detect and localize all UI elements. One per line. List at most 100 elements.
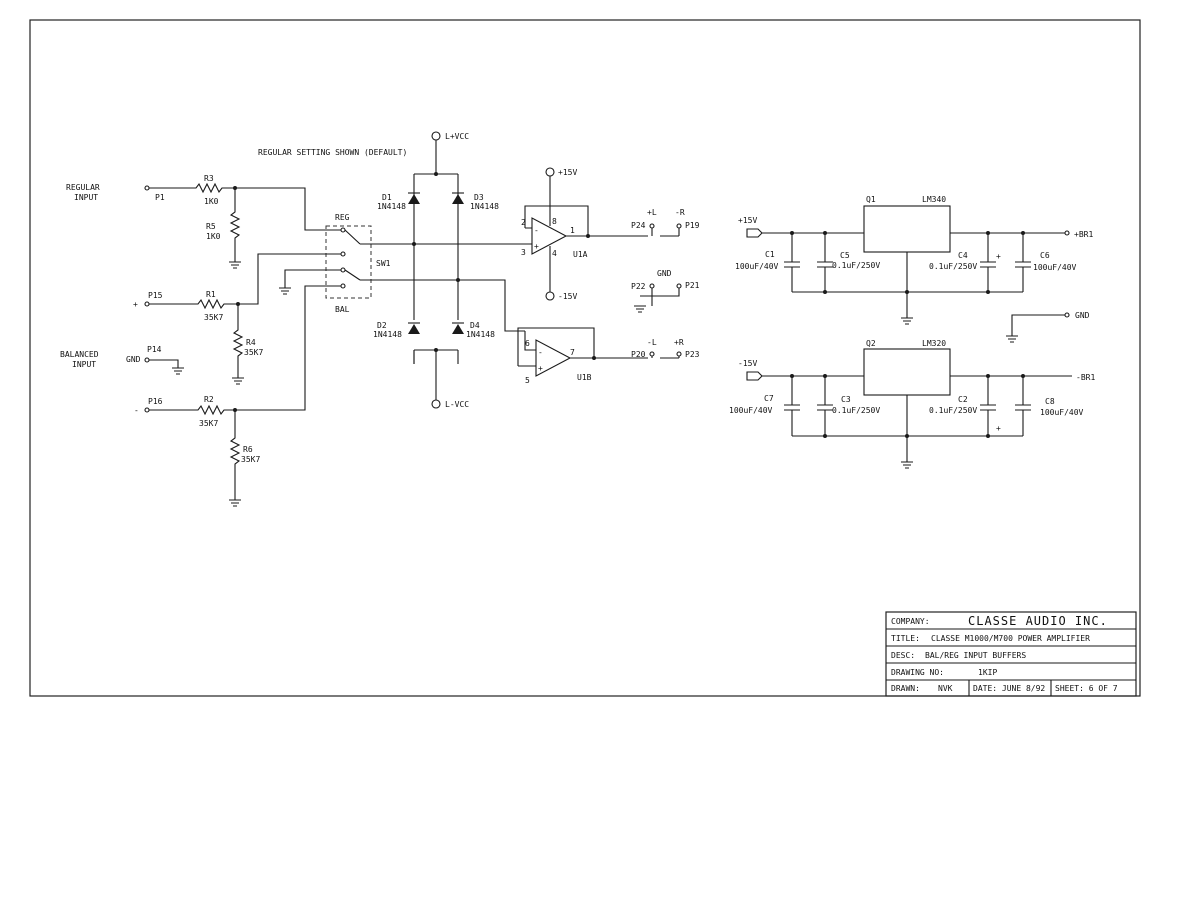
c3-label: C3 — [841, 395, 851, 404]
r4-path — [232, 304, 244, 378]
default-setting-note: REGULAR SETTING SHOWN (DEFAULT) — [258, 148, 407, 157]
q1-body — [863, 205, 951, 253]
drawing-frame — [29, 19, 1141, 697]
balanced-input-label-1: BALANCED — [60, 350, 99, 359]
c1-value: 100uF/40V — [735, 262, 779, 271]
balanced-input-label-2: INPUT — [72, 360, 96, 369]
p14-label: P14 — [147, 345, 162, 354]
p15-terminal — [144, 301, 150, 307]
pos15-label: +15V — [558, 168, 577, 177]
r5-ground-symbol — [229, 261, 241, 269]
u1a-triangle — [531, 217, 568, 255]
u1b-pin6: 6 — [525, 339, 530, 348]
p20-label: P20 — [631, 350, 646, 359]
r4-value: 35K7 — [244, 348, 263, 357]
plus-l-label: +L — [647, 208, 657, 217]
d3-value: 1N4148 — [470, 202, 499, 211]
reg-label: REG — [335, 213, 350, 222]
u1a-pin1: 1 — [570, 226, 575, 235]
c4-polarity: + — [996, 252, 1001, 261]
r5-path — [229, 188, 241, 262]
r3-path — [149, 182, 318, 231]
switch-outline — [325, 225, 372, 299]
d2-label: D2 — [377, 321, 387, 330]
p24-label: P24 — [631, 221, 646, 230]
neg-reg-input-connector — [746, 371, 763, 381]
pos15-terminal — [545, 167, 555, 177]
neg-reg-output-label: -BR1 — [1076, 373, 1095, 382]
gnd-terminal: GND — [1006, 311, 1090, 343]
d2-symbol — [408, 324, 420, 334]
c4-label: C4 — [958, 251, 968, 260]
drawn-label: DRAWN: — [891, 684, 920, 693]
c6-value: 100uF/40V — [1033, 263, 1077, 272]
q2-part: LM320 — [922, 339, 946, 348]
c7-value: 100uF/40V — [729, 406, 773, 415]
neg-reg-input-label: -15V — [738, 359, 757, 368]
gnd-out-label: GND — [657, 269, 672, 278]
lvcc-pos-terminal — [431, 131, 441, 141]
c7-label: C7 — [764, 394, 774, 403]
r2-value: 35K7 — [199, 419, 218, 428]
c1-label: C1 — [765, 250, 775, 259]
r1-label: R1 — [206, 290, 216, 299]
r6-value: 35K7 — [241, 455, 260, 464]
opamp-u1b: - + 6 5 7 U1B — [517, 327, 648, 385]
regular-input-label-2: INPUT — [74, 193, 98, 202]
desc-label: DESC: — [891, 651, 915, 660]
c2-value: 0.1uF/250V — [929, 406, 977, 415]
u1a-pin8: 8 — [552, 217, 557, 226]
title-block: COMPANY: CLASSE AUDIO INC. TITLE: CLASSE… — [885, 611, 1137, 697]
gnd-input-label: GND — [126, 355, 141, 364]
sw1-label: SW1 — [376, 259, 391, 268]
d1-symbol — [408, 194, 420, 204]
r1-value: 35K7 — [204, 313, 223, 322]
switch-sw1: REG BAL SW1 — [318, 213, 525, 332]
lvcc-neg-label: L-VCC — [445, 400, 469, 409]
q1-label: Q1 — [866, 195, 876, 204]
d4-symbol — [452, 324, 464, 334]
r6-ground-symbol — [229, 499, 241, 507]
u1b-label: U1B — [577, 373, 592, 382]
p15-label: P15 — [148, 291, 163, 300]
c5-value: 0.1uF/250V — [832, 261, 880, 270]
title-block-frame — [885, 611, 1137, 697]
lvcc-pos-label: L+VCC — [445, 132, 469, 141]
minus-l-label: -L — [647, 338, 657, 347]
pos-reg-input-label: +15V — [738, 216, 757, 225]
drawn-value: NVK — [938, 684, 953, 693]
c4-value: 0.1uF/250V — [929, 262, 977, 271]
d4-label: D4 — [470, 321, 480, 330]
q2-label: Q2 — [866, 339, 876, 348]
drawing-no-label: DRAWING NO: — [891, 668, 944, 677]
u1b-pin7: 7 — [570, 348, 575, 357]
u1b-triangle — [535, 339, 572, 377]
input-section: REGULAR INPUT P1 R3 1K0 R5 1K0 + P15 R1 … — [60, 174, 318, 507]
u1a-feedback — [524, 205, 648, 245]
d1-label: D1 — [382, 193, 392, 202]
output-terminals: +L -R P24 P19 GND P22 P21 -L +R P20 P23 — [631, 208, 700, 359]
drawing-no-value: 1KIP — [978, 668, 997, 677]
regular-input-label-1: REGULAR — [66, 183, 100, 192]
u1a-plus: + — [534, 242, 539, 251]
p1-terminal — [144, 185, 150, 191]
switch-ground — [279, 269, 318, 295]
u1a-pin4: 4 — [552, 249, 557, 258]
u1a-label: U1A — [573, 250, 588, 259]
company-label: COMPANY: — [891, 617, 930, 626]
r1-path — [149, 253, 318, 310]
p14-ground — [149, 359, 184, 375]
p19-label: P19 — [685, 221, 700, 230]
r2-label: R2 — [204, 395, 214, 404]
u1b-plus: + — [538, 364, 543, 373]
title-value: CLASSE M1000/M700 POWER AMPLIFIER — [931, 634, 1090, 643]
bal-label: BAL — [335, 305, 350, 314]
p16-terminal — [144, 407, 150, 413]
r6-path — [229, 410, 241, 500]
q1-part: LM340 — [922, 195, 946, 204]
switch-poles — [344, 229, 361, 281]
gnd-terminal-label: GND — [1075, 311, 1090, 320]
p14-terminal — [144, 357, 150, 363]
c2-polarity: + — [996, 424, 1001, 433]
